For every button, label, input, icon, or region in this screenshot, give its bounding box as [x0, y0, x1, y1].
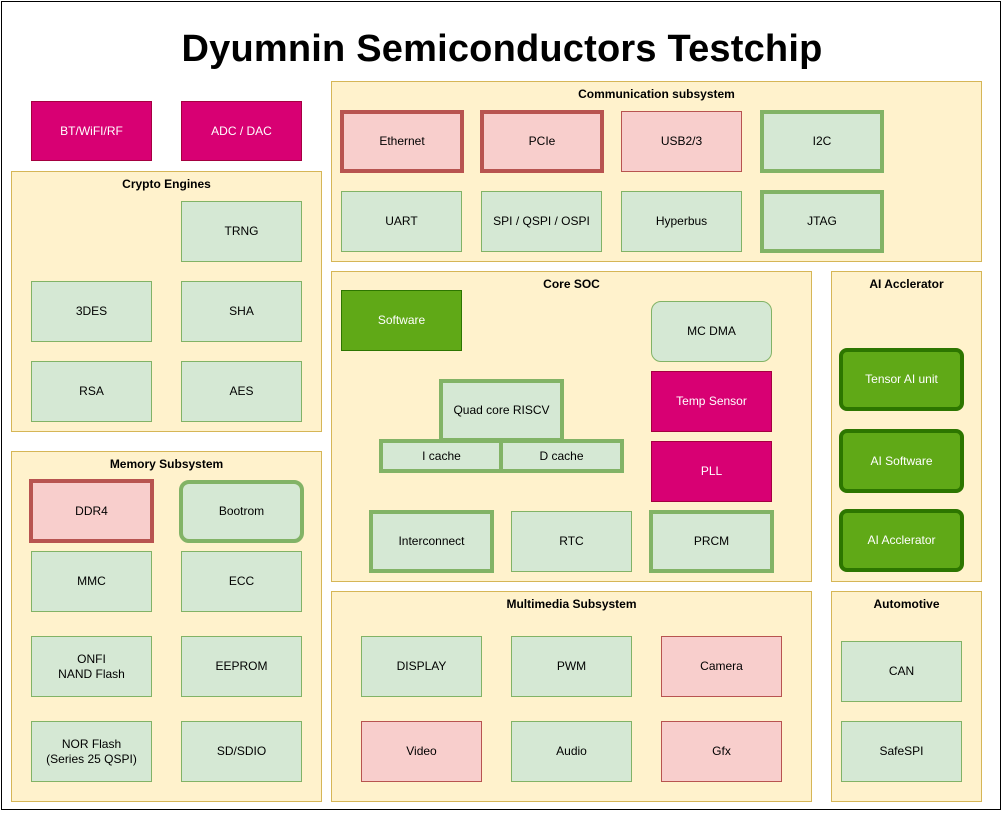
aes-block: AES: [181, 361, 302, 422]
can-block: CAN: [841, 641, 962, 702]
jtag-block: JTAG: [760, 190, 884, 253]
automotive-label: Automotive: [873, 597, 940, 611]
adc-dac-block: ADC / DAC: [181, 101, 302, 161]
multimedia-subsystem-label: Multimedia Subsystem: [506, 597, 637, 611]
bt-wifi-rf-block: BT/WiFI/RF: [31, 101, 152, 161]
uart-block: UART: [341, 191, 462, 252]
ethernet-block: Ethernet: [340, 110, 464, 173]
i2c-block: I2C: [760, 110, 884, 173]
temp-sensor-block: Temp Sensor: [651, 371, 772, 432]
communication-subsystem-label: Communication subsystem: [578, 87, 735, 101]
audio-block: Audio: [511, 721, 632, 782]
hyperbus-block: Hyperbus: [621, 191, 742, 252]
ai-accelerator-label: AI Acclerator: [869, 277, 944, 291]
eeprom-block: EEPROM: [181, 636, 302, 697]
tensor-ai-unit-block: Tensor AI unit: [839, 348, 964, 411]
ddr4-block: DDR4: [29, 479, 154, 543]
pwm-block: PWM: [511, 636, 632, 697]
ai-software-block: AI Software: [839, 429, 964, 493]
sd-sdio-block: SD/SDIO: [181, 721, 302, 782]
ecc-block: ECC: [181, 551, 302, 612]
bootrom-block: Bootrom: [179, 480, 304, 543]
interconnect-block: Interconnect: [369, 510, 494, 573]
pcie-block: PCIe: [480, 110, 604, 173]
pll-block: PLL: [651, 441, 772, 502]
camera-block: Camera: [661, 636, 782, 697]
usb-block: USB2/3: [621, 111, 742, 172]
quad-core-riscv-block: Quad core RISCV: [439, 379, 564, 442]
core-soc-label: Core SOC: [543, 277, 600, 291]
mc-dma-block: MC DMA: [651, 301, 772, 362]
rsa-block: RSA: [31, 361, 152, 422]
onfi-nand-flash-block: ONFI NAND Flash: [31, 636, 152, 697]
crypto-engines-label: Crypto Engines: [122, 177, 211, 191]
safespi-block: SafeSPI: [841, 721, 962, 782]
spi-qspi-ospi-block: SPI / QSPI / OSPI: [481, 191, 602, 252]
trng-block: TRNG: [181, 201, 302, 262]
mmc-block: MMC: [31, 551, 152, 612]
icache-block: I cache: [379, 439, 504, 473]
nor-flash-block: NOR Flash (Series 25 QSPI): [31, 721, 152, 782]
video-block: Video: [361, 721, 482, 782]
dcache-block: D cache: [499, 439, 624, 473]
memory-subsystem-label: Memory Subsystem: [109, 457, 224, 471]
rtc-block: RTC: [511, 511, 632, 572]
software-block: Software: [341, 290, 462, 351]
prcm-block: PRCM: [649, 510, 774, 573]
ai-accelerator-block: AI Acclerator: [839, 509, 964, 572]
sha-block: SHA: [181, 281, 302, 342]
3des-block: 3DES: [31, 281, 152, 342]
display-block: DISPLAY: [361, 636, 482, 697]
diagram-title: Dyumnin Semiconductors Testchip: [181, 28, 823, 70]
gfx-block: Gfx: [661, 721, 782, 782]
